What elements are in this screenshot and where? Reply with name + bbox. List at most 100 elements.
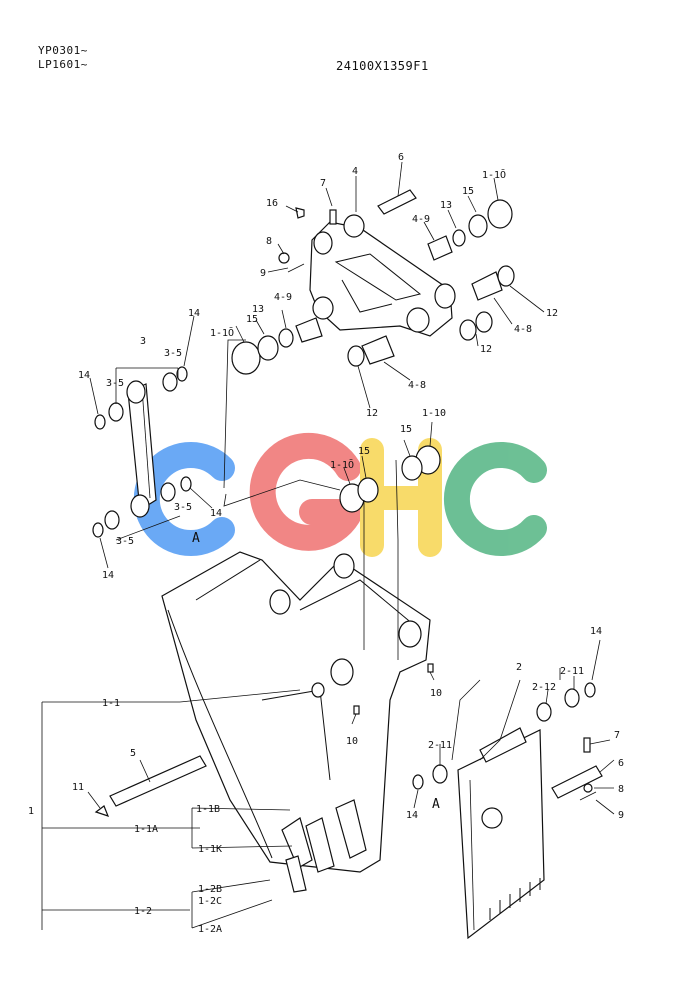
- seal-14-side-right: [584, 682, 596, 698]
- tooth-adapter-1-2a: [285, 855, 307, 893]
- ring-15-top: [468, 214, 488, 238]
- ring-12-left: [347, 345, 365, 367]
- h-link-boss-bottom-right: [406, 307, 430, 333]
- callout-1-10-mid: 1-1Ō: [330, 458, 354, 471]
- link-3-assembly: [92, 366, 192, 541]
- callout-14-top: 14: [188, 308, 200, 319]
- pin-2-side: [479, 727, 527, 763]
- h-link-boss-top: [343, 214, 365, 238]
- callout-6-side: 6: [618, 758, 624, 769]
- h-link-boss-right: [434, 283, 456, 309]
- callout-13-left: 13: [252, 304, 264, 315]
- callout-3: 3: [140, 336, 146, 347]
- callout-1-1: 1-1: [102, 698, 120, 709]
- callout-11: 11: [72, 782, 84, 793]
- bush-3-5-top-left: [108, 402, 124, 422]
- tooth-2: [305, 817, 335, 873]
- pin-5: [109, 755, 207, 807]
- watermark-letter-c2: [443, 442, 547, 556]
- callout-12-mid: 12: [480, 344, 492, 355]
- bucket-shell: [161, 551, 431, 873]
- seal-14-bottom-left: [92, 522, 104, 538]
- h-link-boss-top-left: [313, 231, 333, 255]
- callout-14-left: 14: [78, 370, 90, 381]
- seal-14-top-left: [94, 414, 106, 430]
- callout-1-10-right: 1-10: [422, 408, 446, 419]
- bucket-pin-hole: [311, 682, 325, 698]
- callout-14-bottom-right: 14: [210, 508, 222, 519]
- callout-1-1b: 1-1B: [196, 804, 220, 815]
- callout-4-8-right: 4-8: [514, 324, 532, 335]
- bush-4-8-right: [471, 271, 503, 301]
- callout-1-2b: 1-2B: [198, 884, 222, 895]
- watermark-letter-g: [249, 432, 371, 551]
- bush-4-9-top: [427, 235, 453, 261]
- ring-12-mid-b: [475, 311, 493, 333]
- callout-12-left: 12: [366, 408, 378, 419]
- callout-8-side: 8: [618, 784, 624, 795]
- side-cutter-assembly: [412, 682, 603, 940]
- seal-14-top-right: [176, 366, 188, 382]
- h-link-assembly: [231, 189, 515, 375]
- bucket-boss-d: [398, 620, 422, 648]
- callout-9-side: 9: [618, 810, 624, 821]
- callout-7-side: 7: [614, 730, 620, 741]
- grease-plug-10-right: [427, 663, 434, 673]
- bucket-boss-a: [269, 589, 291, 615]
- ring-13-top: [452, 229, 466, 247]
- lock-11: [94, 805, 110, 817]
- callout-2: 2: [516, 662, 522, 673]
- bush-3-5-bottom-right: [160, 482, 176, 502]
- nut-8-top: [278, 252, 290, 264]
- callout-15-left: 15: [246, 314, 258, 325]
- callout-8-top: 8: [266, 236, 272, 247]
- ring-15-mid-a: [357, 477, 379, 503]
- callout-4-9-top: 4-9: [412, 214, 430, 225]
- callout-labels: 6 4 7 16 8 9 1-1Ō 15 13 4-9 12 4-8 12 1-…: [28, 152, 624, 935]
- pin-6-side: [551, 765, 603, 799]
- ring-1-10-top: [487, 199, 513, 229]
- callout-9-top: 9: [260, 268, 266, 279]
- callout-1-2c: 1-2C: [198, 896, 222, 907]
- callout-3-5-bottom-left: 3-5: [116, 536, 134, 547]
- callout-3-5-top-right: 3-5: [164, 348, 182, 359]
- h-link-boss-bottom-left: [312, 296, 334, 320]
- callout-3-5-bottom-right: 3-5: [174, 502, 192, 513]
- bush-4-9-left: [295, 317, 323, 343]
- callout-1-1a: 1-1A: [134, 824, 158, 835]
- callout-view-a-left: A: [192, 531, 200, 546]
- callout-7-top: 7: [320, 178, 326, 189]
- leader-lines: [41, 161, 615, 930]
- callout-1: 1: [28, 806, 34, 817]
- side-plate-bolt-head: [481, 807, 503, 829]
- bolt-7-top: [329, 209, 337, 225]
- side-plate: [457, 729, 545, 940]
- ring-1-10-left: [231, 341, 261, 375]
- seal-14-side-left: [412, 774, 424, 790]
- callout-12-right: 12: [546, 308, 558, 319]
- bush-4-8-left: [361, 335, 395, 365]
- callout-1-1k: 1-1K: [198, 844, 222, 855]
- callout-4-9-left: 4-9: [274, 292, 292, 303]
- bucket-boss-b: [333, 553, 355, 579]
- tooth-1: [281, 817, 313, 869]
- callout-view-a-right: A: [432, 797, 440, 812]
- callout-16: 16: [266, 198, 278, 209]
- link-3-bar-left: [127, 383, 157, 512]
- callout-10-right: 10: [430, 688, 442, 699]
- bush-2-11-right: [564, 688, 580, 708]
- bush-2-11-left: [432, 764, 448, 784]
- ring-12-right: [497, 265, 515, 287]
- nut-8-side: [583, 783, 593, 793]
- ring-12-mid-a: [459, 319, 477, 341]
- bucket-pin-bushings: [339, 445, 441, 513]
- pin-6-top: [377, 189, 417, 215]
- bush-3-5-bottom-left: [104, 510, 120, 530]
- callout-1-10-top: 1-1Ō: [482, 168, 506, 181]
- callout-10-left: 10: [346, 736, 358, 747]
- ring-13-left: [278, 328, 294, 348]
- callout-2-11-right: 2-11: [560, 666, 584, 677]
- callout-6-top: 6: [398, 152, 404, 163]
